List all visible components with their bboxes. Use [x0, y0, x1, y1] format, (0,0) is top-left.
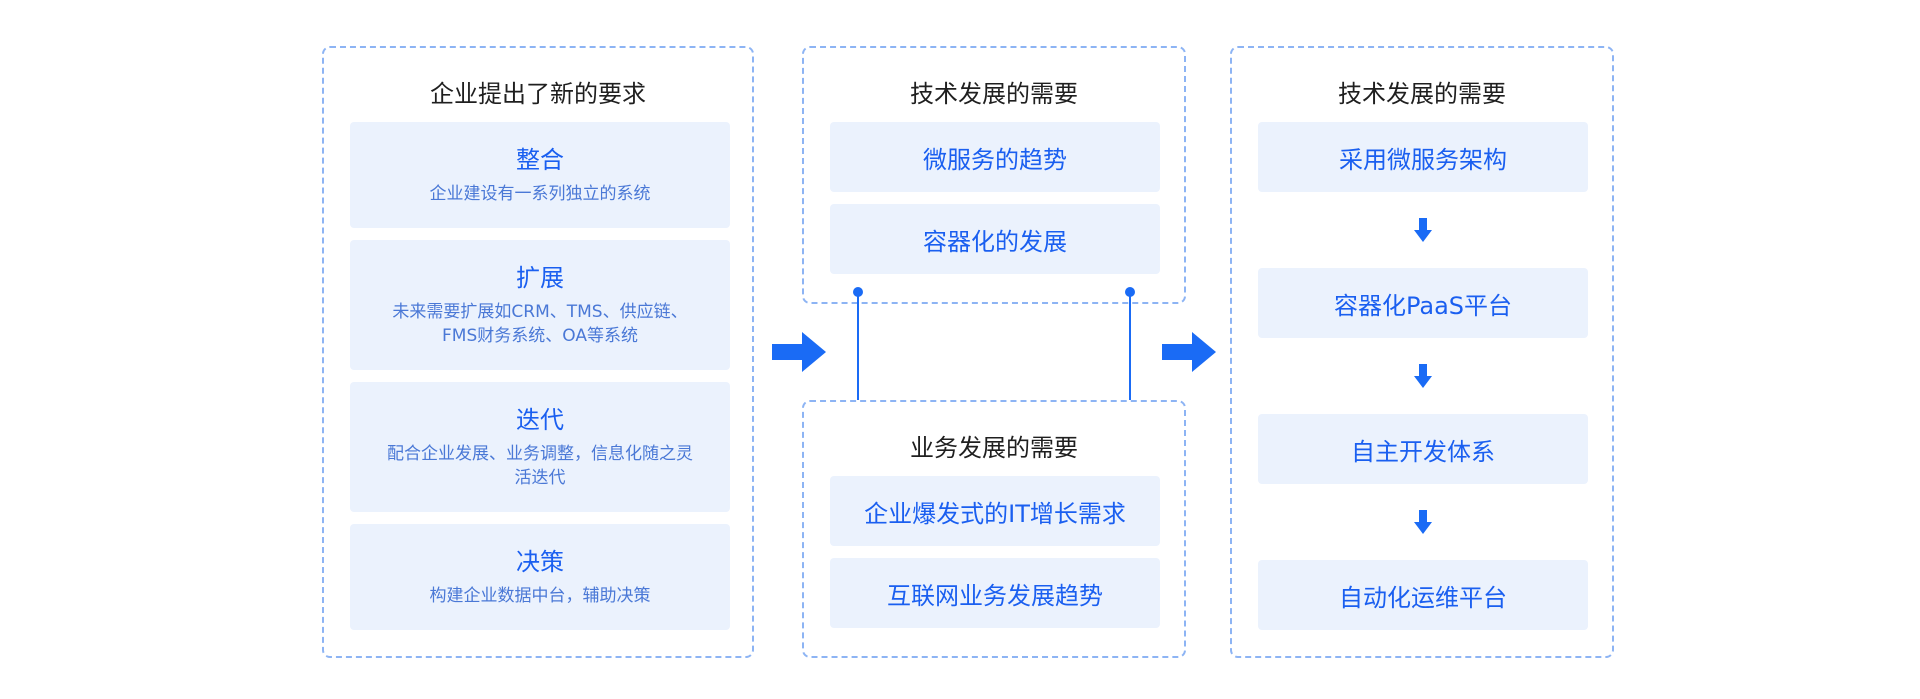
- solution-panel-title: 技术发展的需要: [1338, 80, 1506, 108]
- tech-needs-panel: 技术发展的需要 微服务的趋势 容器化的发展: [802, 46, 1186, 304]
- tech-needs-panel-title: 技术发展的需要: [910, 80, 1078, 108]
- tech-need-label: 微服务的趋势: [923, 145, 1067, 174]
- business-need-label: 企业爆发式的IT增长需求: [864, 499, 1126, 528]
- requirement-card-desc: 配合企业发展、业务调整，信息化随之灵活迭代: [387, 444, 693, 488]
- solution-step: 采用微服务架构: [1258, 122, 1588, 192]
- requirement-card-desc: 构建企业数据中台，辅助决策: [429, 586, 651, 606]
- down-arrow-icon: [1414, 218, 1432, 242]
- solution-step: 自动化运维平台: [1258, 560, 1588, 630]
- down-arrow-icon: [1414, 364, 1432, 388]
- solution-step-label: 容器化PaaS平台: [1333, 291, 1513, 320]
- solution-step-label: 自主开发体系: [1351, 437, 1495, 466]
- requirements-panel: 企业提出了新的要求 整合 企业建设有一系列独立的系统 扩展 未来需要扩展如CRM…: [322, 46, 754, 658]
- solution-step: 自主开发体系: [1258, 414, 1588, 484]
- solution-step-label: 采用微服务架构: [1339, 145, 1507, 174]
- requirement-card-title: 整合: [516, 146, 564, 174]
- requirement-card-desc: 企业建设有一系列独立的系统: [429, 184, 651, 204]
- requirement-card-title: 决策: [516, 548, 564, 576]
- business-need-item: 企业爆发式的IT增长需求: [830, 476, 1160, 546]
- solution-step-label: 自动化运维平台: [1339, 583, 1507, 612]
- requirement-card-title: 扩展: [516, 264, 564, 292]
- business-need-label: 互联网业务发展趋势: [887, 581, 1103, 610]
- requirement-card-desc: 未来需要扩展如CRM、TMS、供应链、FMS财务系统、OA等系统: [392, 302, 688, 346]
- connector-dot-icon: [1125, 287, 1135, 297]
- requirement-card-title: 迭代: [516, 406, 564, 434]
- right-arrow-icon: [772, 332, 826, 372]
- business-needs-panel: 业务发展的需要 企业爆发式的IT增长需求 互联网业务发展趋势: [802, 400, 1186, 658]
- tech-need-item: 容器化的发展: [830, 204, 1160, 274]
- panel-connector: [853, 287, 1135, 417]
- solution-panel: 技术发展的需要 采用微服务架构 容器化PaaS平台 自主开发体系 自动化运维平台: [1230, 46, 1614, 658]
- requirement-card-decision: 决策 构建企业数据中台，辅助决策: [350, 524, 730, 630]
- requirement-card-extension: 扩展 未来需要扩展如CRM、TMS、供应链、FMS财务系统、OA等系统: [350, 240, 730, 370]
- tech-need-label: 容器化的发展: [923, 227, 1067, 256]
- business-need-item: 互联网业务发展趋势: [830, 558, 1160, 628]
- connector-dot-icon: [853, 287, 863, 297]
- tech-need-item: 微服务的趋势: [830, 122, 1160, 192]
- right-arrow-icon: [1162, 332, 1216, 372]
- requirements-panel-title: 企业提出了新的要求: [430, 80, 646, 108]
- down-arrow-icon: [1414, 510, 1432, 534]
- requirement-card-iteration: 迭代 配合企业发展、业务调整，信息化随之灵活迭代: [350, 382, 730, 512]
- requirement-card-integration: 整合 企业建设有一系列独立的系统: [350, 122, 730, 228]
- business-needs-panel-title: 业务发展的需要: [910, 434, 1078, 462]
- solution-step: 容器化PaaS平台: [1258, 268, 1588, 338]
